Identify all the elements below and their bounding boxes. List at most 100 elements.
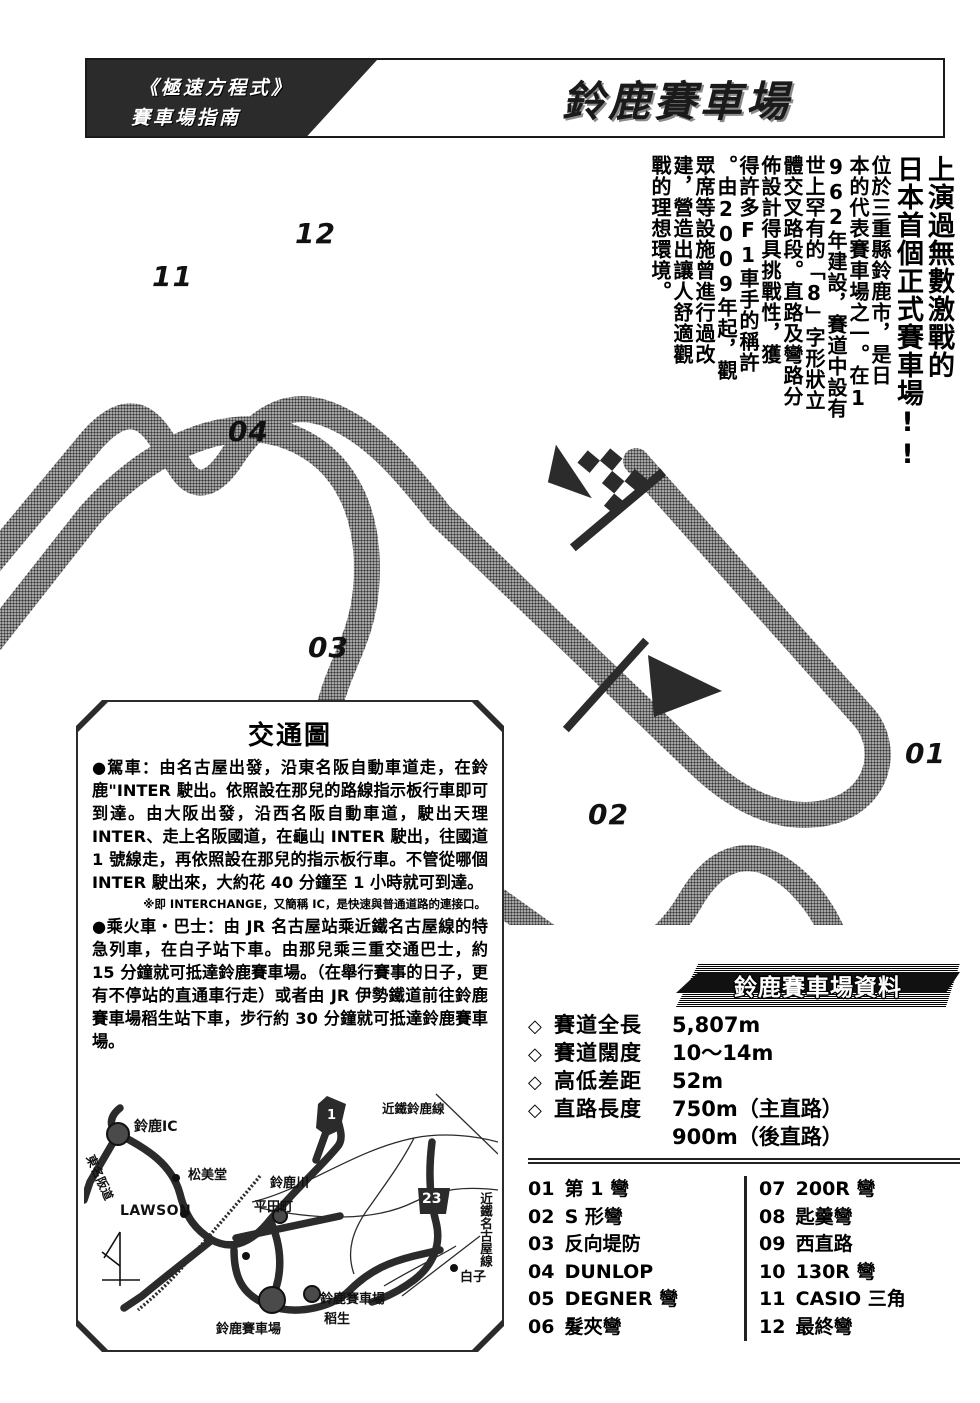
corner-name: S 形彎 bbox=[564, 1205, 623, 1228]
corner-number: 04 bbox=[528, 1260, 555, 1283]
diamond-icon: ◇ bbox=[528, 1016, 542, 1037]
spec-value: 900m（後直路） bbox=[672, 1124, 843, 1149]
article-body-8: 眾席等設施曾進行過改 bbox=[692, 155, 716, 365]
traffic-box-title: 交通圖 bbox=[247, 721, 332, 751]
corner-number: 03 bbox=[528, 1233, 555, 1256]
spec-row: ◇ 直路長度 750m（主直路） bbox=[528, 1096, 960, 1124]
corner-name: CASIO 三角 bbox=[795, 1288, 906, 1311]
spec-row: ◇ 高低差距 52m bbox=[528, 1068, 960, 1096]
spec-key: 直路長度 bbox=[554, 1096, 642, 1121]
corner-number: 09 bbox=[759, 1233, 786, 1256]
route-shield-label-23: 23 bbox=[422, 1191, 442, 1207]
road-southwest bbox=[124, 1240, 212, 1308]
corner-name: 130R 彎 bbox=[795, 1260, 876, 1283]
rail-branch bbox=[384, 1246, 456, 1286]
spec-key: 高低差距 bbox=[554, 1068, 642, 1093]
corner-name: 第 1 彎 bbox=[564, 1178, 630, 1200]
map-label-kintetsu-suzuka-line: 近鐵鈴鹿線 bbox=[382, 1101, 445, 1116]
node-hiratacho bbox=[273, 1209, 287, 1223]
track-number-02: 02 bbox=[588, 798, 629, 831]
track-main-loop-edge bbox=[0, 396, 891, 828]
corner-name: DUNLOP bbox=[564, 1260, 654, 1283]
spec-row: ◇ 賽道全長 5,807m bbox=[528, 1012, 960, 1040]
track-number-01: 01 bbox=[905, 737, 946, 770]
route-shield-23 bbox=[418, 1188, 450, 1214]
corner-number: 02 bbox=[528, 1205, 555, 1228]
node-lawson bbox=[180, 1210, 188, 1218]
corner-name: DEGNER 彎 bbox=[564, 1288, 679, 1311]
banner-black-band bbox=[676, 972, 960, 993]
corner-number: 01 bbox=[528, 1178, 555, 1200]
track-number-12: 12 bbox=[295, 217, 336, 250]
node-shobido bbox=[172, 1174, 180, 1182]
traffic-paragraph-train: ●乘火車・巴士：由 JR 名古屋站乘近鐵名古屋線的特急列車，在白子站下車。由那兒… bbox=[92, 917, 488, 1051]
corner-item: 09 西直路 bbox=[759, 1231, 960, 1259]
route-shield-1 bbox=[316, 1096, 346, 1136]
corner-name: 匙羹彎 bbox=[795, 1205, 853, 1228]
diamond-icon: ◇ bbox=[528, 1099, 542, 1121]
road-horizontal bbox=[236, 1216, 340, 1238]
solid-flag-icon bbox=[562, 637, 722, 733]
road-route23 bbox=[372, 1142, 438, 1302]
banner-title: 鈴鹿賽車場資料 bbox=[734, 975, 902, 1001]
corner-name: 200R 彎 bbox=[795, 1178, 876, 1200]
corner-number: 08 bbox=[759, 1205, 786, 1228]
corner-name: 最終彎 bbox=[795, 1315, 853, 1338]
diamond-icon: ◇ bbox=[528, 1043, 542, 1065]
corner-number: 05 bbox=[528, 1288, 555, 1311]
article-body-4: 體交叉路段。直路及彎路分 bbox=[780, 155, 804, 407]
spec-row: ◇ 賽道闊度 10〜14m bbox=[528, 1040, 960, 1068]
corner-item: 03 反向堤防 bbox=[528, 1231, 744, 1259]
node-inou bbox=[304, 1286, 320, 1302]
article-body-3: 世上罕有的「8」字形狀立 bbox=[802, 155, 826, 411]
article-body-1: 本的代表賽車場之一。在1 bbox=[846, 155, 870, 411]
article-headline-0: 上演過無數激戰的 bbox=[923, 155, 954, 379]
spec-key: 賽道全長 bbox=[554, 1013, 642, 1037]
compass-icon bbox=[102, 1232, 140, 1286]
page-title: 鈴鹿賽車場 bbox=[561, 77, 792, 126]
track-main-loop bbox=[0, 396, 891, 828]
corner-item: 12 最終彎 bbox=[759, 1314, 960, 1342]
rail-kintetsu-suzuka bbox=[436, 1094, 498, 1154]
map-label-suzuka-river: 鈴鹿川 bbox=[270, 1176, 310, 1191]
article-body-5: 佈設計得具挑戰性，獲 bbox=[758, 155, 782, 365]
corner-item: 07 200R 彎 bbox=[759, 1176, 960, 1204]
node-shiroko bbox=[450, 1264, 458, 1272]
map-label-shobido: 松美堂 bbox=[188, 1168, 228, 1183]
article-body-7: 。由2009年起，觀 bbox=[714, 155, 738, 381]
article-body-2: 962年建設，賽道中設有 bbox=[824, 155, 848, 419]
corner-item: 10 130R 彎 bbox=[759, 1259, 960, 1287]
spec-value: 52m bbox=[672, 1068, 724, 1093]
article-text: 上演過無數激戰的 日本首個正式賽車場!! 位於三重縣鈴鹿市，是日 本的代表賽車場… bbox=[482, 155, 954, 575]
track-number-03: 03 bbox=[308, 631, 349, 664]
corner-column-right: 07 200R 彎 08 匙羹彎 09 西直路 10 130R 彎 11 CAS… bbox=[744, 1176, 960, 1342]
node-suzuka-ic bbox=[107, 1123, 129, 1145]
corner-number: 07 bbox=[759, 1178, 786, 1200]
corner-number: 12 bbox=[759, 1315, 786, 1338]
spec-value: 750m（主直路） bbox=[672, 1096, 843, 1121]
corner-item: 05 DEGNER 彎 bbox=[528, 1286, 744, 1314]
spec-divider-rule bbox=[528, 1158, 960, 1164]
corner-name: 髮夾彎 bbox=[564, 1315, 622, 1338]
corner-item: 02 S 形彎 bbox=[528, 1204, 744, 1232]
diamond-icon: ◇ bbox=[528, 1071, 542, 1093]
traffic-access-box: 交通圖 ●駕車：由名古屋出發，沿東名阪自動車道走，在鈴鹿"INTER 駛出。依照… bbox=[76, 700, 504, 1352]
map-label-lawson: LAWSON bbox=[120, 1203, 192, 1219]
rail-kintetsu-nagoya bbox=[402, 1236, 480, 1296]
checkered-flag-icon bbox=[547, 444, 667, 552]
map-label-inou: 稻生 bbox=[324, 1312, 351, 1327]
corner-item: 08 匙羹彎 bbox=[759, 1204, 960, 1232]
corner-number: 10 bbox=[759, 1260, 786, 1283]
node-unnamed bbox=[242, 1252, 250, 1260]
article-body-0: 位於三重縣鈴鹿市，是日 bbox=[868, 155, 892, 386]
spec-row-continuation: ◇ 900m（後直路） bbox=[528, 1124, 960, 1152]
circuit-specs-list: ◇ 賽道全長 5,807m ◇ 賽道闊度 10〜14m ◇ 高低差距 52m ◇… bbox=[528, 1012, 960, 1152]
corner-column-left: 01 第 1 彎 02 S 形彎 03 反向堤防 04 DUNLOP 05 DE… bbox=[528, 1176, 744, 1341]
traffic-note-interchange: ※即 INTERCHANGE，又簡稱 IC，是快速與普通道路的連接口。 bbox=[143, 897, 486, 911]
map-nodes bbox=[107, 1123, 458, 1313]
road-south-loop bbox=[234, 1250, 440, 1310]
corner-number: 06 bbox=[528, 1315, 555, 1338]
article-body-6: 得許多F1車手的稱許 bbox=[736, 155, 760, 373]
corner-item: 11 CASIO 三角 bbox=[759, 1286, 960, 1314]
map-label-shiroko: 白子 bbox=[460, 1270, 487, 1285]
